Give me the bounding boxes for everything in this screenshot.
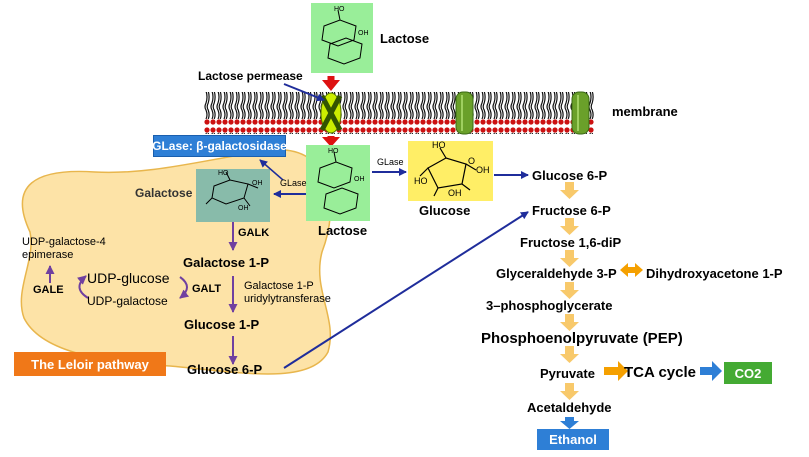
atom-label: HO <box>414 176 428 186</box>
atom-label: OH <box>358 30 369 37</box>
acetaldehyde-label: Acetaldehyde <box>527 400 612 415</box>
atom-label: OH <box>238 205 249 212</box>
udp-galactose-label: UDP-galactose <box>87 294 168 308</box>
atom-label: HO <box>218 170 229 177</box>
udp-glucose-label: UDP-glucose <box>87 270 170 286</box>
glucose-structure <box>419 147 477 197</box>
epimerase-name-line2: epimerase <box>22 249 74 261</box>
galactose-molecule-box <box>196 169 270 222</box>
glucose-label: Glucose <box>419 203 471 218</box>
galt-enzyme-label: GALT <box>192 283 222 295</box>
galt-enzyme-name-line2: uridylytransferase <box>244 293 331 305</box>
isomerase-double-arrow <box>620 263 643 277</box>
glase-label-left: GLase <box>280 178 307 188</box>
fructose-6p-label: Fructose 6-P <box>532 203 611 218</box>
glycolysis-step-arrows <box>560 182 579 400</box>
glucose-molecule-box <box>408 141 493 201</box>
atom-label: HO <box>334 6 345 13</box>
galactose-label: Galactose <box>135 186 193 200</box>
ethanol-box: Ethanol <box>537 429 609 450</box>
galt-enzyme-name-line1: Galactose 1-P <box>244 280 314 292</box>
atom-label: HO <box>328 148 339 155</box>
glase-label-right: GLase <box>377 157 404 167</box>
phosphoglycerate-label: 3–phosphoglycerate <box>486 298 613 313</box>
lactose-permease-label: Lactose permease <box>198 69 303 83</box>
permease-pointer <box>283 83 325 102</box>
atom-label: OH <box>354 176 365 183</box>
membrane-label: membrane <box>612 104 678 119</box>
co2-box: CO2 <box>724 362 772 384</box>
glucose-1p-label: Glucose 1-P <box>184 317 260 332</box>
galactose-1p-label: Galactose 1-P <box>183 255 269 270</box>
atom-label: O <box>468 156 476 166</box>
lactose-import-arrowhead <box>322 137 340 147</box>
lactose-import-arrowhead <box>322 80 340 91</box>
epimerase-name-line1: UDP-galactose-4 <box>22 236 106 248</box>
leloir-to-glycolysis-arrow <box>283 211 529 369</box>
pyruvate-label: Pyruvate <box>540 366 595 381</box>
galactose-structure <box>205 171 259 207</box>
pyruvate-to-tca-arrow <box>604 361 628 381</box>
membrane-protein <box>455 91 474 135</box>
pep-label: Phosphoenolpyruvate (PEP) <box>481 330 683 347</box>
galk-enzyme-label: GALK <box>238 227 270 239</box>
fructose-16dip-label: Fructose 1,6-diP <box>520 235 622 250</box>
lactose-structure <box>317 151 359 215</box>
lactose-molecule-box <box>306 145 370 221</box>
atom-label: OH <box>476 165 490 175</box>
acetaldehyde-to-ethanol-arrow <box>560 417 579 429</box>
atom-label: OH <box>252 180 263 187</box>
atom-label: HO <box>432 140 446 150</box>
lactose-label: Lactose <box>318 223 368 238</box>
cell-membrane <box>204 92 594 134</box>
gale-cycle-arrow <box>76 275 89 299</box>
glucose-6p-label: Glucose 6-P <box>532 168 608 183</box>
lactose-label-top: Lactose <box>380 31 430 46</box>
glyceraldehyde-3p-label: Glyceraldehyde 3-P <box>496 266 617 281</box>
tca-to-co2-arrow <box>700 361 722 381</box>
dihydroxyacetone-1p-label: Dihydroxyacetone 1-P <box>646 266 783 281</box>
membrane-protein <box>571 91 590 135</box>
lactose-structure-top <box>321 9 363 65</box>
gale-enzyme-label: GALE <box>33 284 64 296</box>
galt-cycle-arrow <box>179 276 190 299</box>
glase-label-pointer <box>259 159 284 181</box>
glase-definition-box: GLase: β-galactosidase <box>152 135 287 157</box>
tca-cycle-label: TCA cycle <box>624 364 696 381</box>
lactose-molecule-box-top <box>311 3 373 73</box>
leloir-pathway-title: The Leloir pathway <box>14 352 166 376</box>
lactose-permease-channel <box>319 92 343 134</box>
atom-label: OH <box>448 188 462 198</box>
glucose-6p-leloir-label: Glucose 6-P <box>187 362 263 377</box>
